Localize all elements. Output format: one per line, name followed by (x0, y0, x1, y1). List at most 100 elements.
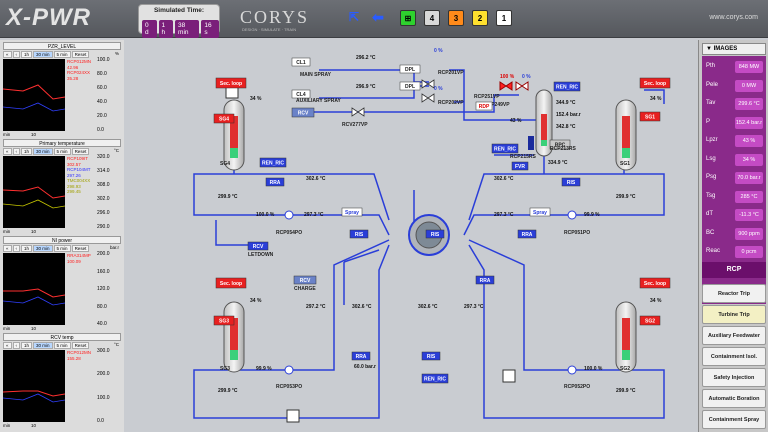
rcv-tag[interactable]: RCV (298, 111, 309, 117)
trend-zoom-button[interactable]: 1h (21, 148, 33, 155)
ren-ric-tag-box[interactable] (491, 143, 519, 154)
ren-ric-tag[interactable]: REN_RIC (494, 147, 516, 153)
menu-auxiliary-feedwater-button[interactable]: Auxiliary Feedwater (702, 326, 766, 345)
trend-zoom-button[interactable]: 5 min (53, 51, 71, 58)
spray-tag[interactable]: Spray (533, 210, 547, 216)
ris-tag[interactable]: RIS (355, 232, 364, 238)
rpc-tag[interactable]: RPC (555, 143, 566, 149)
menu-containment-spray-button[interactable]: Containment Spray (702, 410, 766, 429)
sec-loop-tag-box[interactable] (215, 277, 247, 289)
sg1-tag[interactable]: SG1 (645, 115, 655, 121)
fvr-tag[interactable]: FVR (515, 164, 525, 170)
menu-automatic-boration-button[interactable]: Automatic Boration (702, 389, 766, 408)
trend-zoom-button[interactable]: 30 min (33, 148, 53, 155)
rra-tag[interactable]: RRA (522, 232, 533, 238)
steam-generator-sg4[interactable] (223, 99, 245, 171)
ris-tag-box[interactable] (421, 351, 441, 361)
sg2-tag[interactable]: SG2 (645, 319, 655, 325)
valve-rcv277vp-icon[interactable] (351, 107, 365, 117)
trend-zoom-button[interactable]: « (3, 342, 12, 349)
trend-zoom-button[interactable]: 30 min (33, 51, 53, 58)
steam-generator-sg2[interactable] (615, 301, 637, 373)
rdp-tag[interactable]: RDP (479, 104, 490, 110)
trend-zoom-button[interactable]: ‹ (12, 245, 21, 252)
trend-zoom-button[interactable]: 30 min (33, 342, 53, 349)
trend-zoom-button[interactable]: 1h (21, 51, 33, 58)
trend-zoom-button[interactable]: « (3, 148, 12, 155)
steam-generator-sg3[interactable] (223, 301, 245, 373)
ren-ric-tag-box[interactable] (553, 81, 581, 92)
rcv-letdown-tag[interactable]: RCV (253, 244, 264, 250)
steam-generator-sg1[interactable] (615, 99, 637, 171)
ris-tag-box[interactable] (561, 177, 581, 187)
rcv-letdown-tag-box[interactable] (247, 241, 269, 251)
ren-ric-tag[interactable]: REN_RIC (424, 377, 446, 383)
ren-ric-tag-box[interactable] (259, 157, 287, 168)
trend-zoom-button[interactable]: 1h (21, 245, 33, 252)
trend-zoom-button[interactable]: ‹ (12, 342, 21, 349)
sec-loop-tag[interactable]: Sec. loop (644, 281, 666, 287)
spray-tag-box[interactable] (341, 207, 363, 217)
rpc-tag-box[interactable] (549, 139, 571, 150)
trend-zoom-button[interactable]: Reset (71, 245, 90, 252)
priority-3-button[interactable]: 3 (448, 10, 464, 26)
ris-tag[interactable]: RIS (427, 354, 436, 360)
sg3-tag-box[interactable] (213, 315, 235, 326)
rcp-tab[interactable]: RCP (702, 262, 766, 278)
rra-tag-box[interactable] (475, 275, 495, 285)
priority-4-button[interactable]: 4 (424, 10, 440, 26)
valve-rcp202vp-icon[interactable] (421, 93, 435, 103)
images-header[interactable]: ▼ IMAGES (702, 43, 766, 55)
valve-rcp251vp-icon[interactable] (515, 81, 529, 91)
rra-tag-box[interactable] (351, 351, 371, 361)
rra-tag-box[interactable] (517, 229, 537, 239)
sec-loop-tag[interactable]: Sec. loop (220, 81, 242, 87)
sec-loop-tag-box[interactable] (639, 277, 671, 289)
rdp-tag-box[interactable] (475, 101, 493, 111)
pump-rcp052po-icon[interactable] (567, 365, 577, 375)
pump-rcp053po-icon[interactable] (284, 365, 294, 375)
ris-tag-box[interactable] (425, 229, 445, 239)
ris-tag[interactable]: RIS (431, 232, 440, 238)
fvr-tag-box[interactable] (511, 161, 529, 171)
rra-tag-box[interactable] (265, 177, 285, 187)
trend-zoom-button[interactable]: Reset (71, 342, 90, 349)
priority-1-button[interactable]: 1 (496, 10, 512, 26)
spray-tag-box[interactable] (529, 207, 551, 217)
sg1-tag-box[interactable] (639, 111, 661, 122)
sg3-tag[interactable]: SG3 (219, 319, 229, 325)
valve-rcp201vp-icon[interactable] (421, 79, 435, 89)
rcv-charge-tag-box[interactable] (293, 275, 317, 285)
rra-tag[interactable]: RRA (356, 354, 367, 360)
pump-rcp054po-icon[interactable] (284, 210, 294, 220)
trend-zoom-button[interactable]: « (3, 245, 12, 252)
trend-zoom-button[interactable]: 30 min (33, 245, 53, 252)
menu-reactor-trip-button[interactable]: Reactor Trip (702, 284, 766, 303)
ren-ric-tag-box[interactable] (421, 373, 449, 384)
trend-zoom-button[interactable]: Reset (71, 148, 90, 155)
rcv-tag-box[interactable] (291, 107, 315, 118)
sg4-tag-box[interactable] (213, 113, 235, 124)
ren-ric-tag[interactable]: REN_RIC (262, 161, 284, 167)
ren-ric-tag[interactable]: REN_RIC (556, 85, 578, 91)
sec-loop-tag[interactable]: Sec. loop (644, 81, 666, 87)
sg2-tag-box[interactable] (639, 315, 661, 326)
trend-zoom-button[interactable]: ‹ (12, 51, 21, 58)
back-arrow-icon[interactable]: ⬅ (372, 9, 384, 25)
spray-tag[interactable]: Spray (345, 210, 359, 216)
sec-loop-tag-box[interactable] (215, 77, 247, 89)
ris-tag[interactable]: RIS (567, 180, 576, 186)
menu-containment-isol-button[interactable]: Containment Isol. (702, 347, 766, 366)
trend-zoom-button[interactable]: 5 min (53, 342, 71, 349)
valve-rcp249vp-icon[interactable] (499, 81, 513, 91)
trend-zoom-button[interactable]: 1h (21, 342, 33, 349)
trend-zoom-button[interactable]: Reset (71, 51, 90, 58)
trend-zoom-button[interactable]: 5 min (53, 148, 71, 155)
ris-tag-box[interactable] (349, 229, 369, 239)
menu-turbine-trip-button[interactable]: Turbine Trip (702, 305, 766, 324)
trend-zoom-button[interactable]: ‹ (12, 148, 21, 155)
